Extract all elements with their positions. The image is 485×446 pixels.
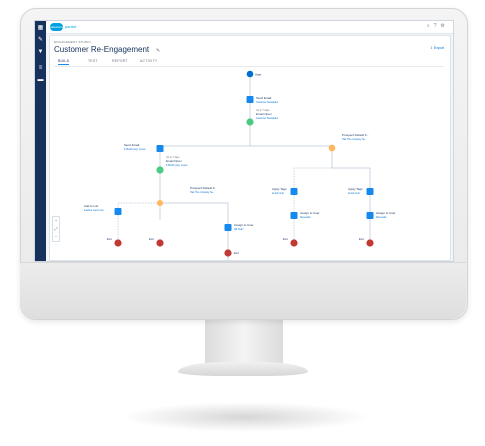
- end-node[interactable]: [290, 239, 298, 247]
- assign-user-sub: AE Team: [234, 228, 244, 231]
- flow-diagram: Start Send Email Customer Newsletter Up …: [84, 70, 396, 261]
- assign-user-node[interactable]: [366, 212, 374, 219]
- assign-user-title: Assign to User: [300, 211, 320, 215]
- cart-icon[interactable]: ▼: [37, 49, 44, 55]
- screen: ▦ ✎ ▼ ≡ ▬ salesforce pardot ⌕?⚙ ENGAGEME…: [34, 20, 454, 262]
- apply-tags-node[interactable]: [290, 188, 298, 195]
- prospect-rule-title: Prospect Default F...: [190, 186, 217, 190]
- prospect-rule-node[interactable]: [157, 200, 163, 206]
- brand-name: pardot: [65, 24, 77, 29]
- page-title: Customer Re-Engagement: [54, 45, 150, 54]
- send-email-title: Send Email: [124, 143, 140, 147]
- chat-icon[interactable]: ▬: [37, 77, 44, 83]
- monitor-neck: [205, 318, 283, 368]
- tab-bar: BUILD TEST REPORT ACTIVITY: [54, 58, 444, 67]
- pencil-icon[interactable]: ✎: [37, 37, 44, 43]
- end-label: End: [283, 237, 288, 241]
- apply-tags-sub: at-risk Impr.: [348, 192, 361, 195]
- prospect-rule-node[interactable]: [328, 144, 336, 152]
- end-nodes: End End End End End: [107, 237, 374, 257]
- wait-label: Up to 7 days: [166, 156, 180, 159]
- zoom-in-button[interactable]: +: [54, 218, 58, 223]
- email-open-title: Email Open: [166, 159, 182, 163]
- connector: [160, 202, 229, 240]
- assign-user-sub: Renewals: [300, 216, 311, 219]
- connector: [293, 167, 332, 244]
- send-email-sub: Customer Newsletter: [256, 101, 279, 104]
- end-node[interactable]: [114, 239, 122, 247]
- apply-tags-title: Apply Tags: [348, 187, 363, 191]
- assign-user-node[interactable]: [224, 224, 232, 231]
- end-label: End: [234, 251, 239, 255]
- email-open-trigger-node[interactable]: [156, 166, 164, 174]
- end-node[interactable]: [224, 249, 232, 257]
- assign-user-node[interactable]: [290, 212, 298, 219]
- zoom-controls: + ⤢ −: [52, 216, 60, 242]
- tab-activity[interactable]: ACTIVITY: [140, 59, 158, 63]
- app-launcher-icon[interactable]: ▦: [37, 25, 44, 31]
- flow-canvas: Start Send Email Customer Newsletter Up …: [50, 68, 450, 261]
- send-email-sub: 6 Month stay, renew: [124, 148, 146, 151]
- list-icon[interactable]: ≡: [38, 65, 43, 71]
- end-node[interactable]: [366, 239, 374, 247]
- assign-user-title: Assign to User: [234, 223, 254, 227]
- end-label: End: [107, 237, 112, 241]
- top-bar-icons: ⌕?⚙: [427, 23, 449, 29]
- breadcrumb[interactable]: ENGAGEMENT STUDIO: [54, 40, 91, 44]
- top-bar: salesforce pardot ⌕?⚙: [46, 21, 453, 34]
- assign-user-title: Assign to User: [376, 211, 396, 215]
- side-rail: ▦ ✎ ▼ ≡ ▬: [35, 21, 46, 261]
- start-label: Start: [255, 73, 262, 77]
- start-node[interactable]: [246, 70, 254, 78]
- help-icon[interactable]: ?: [433, 23, 441, 29]
- export-button[interactable]: ⇩ Export: [429, 46, 444, 50]
- email-open-trigger-node[interactable]: [246, 118, 254, 126]
- monitor-shadow: [120, 402, 370, 432]
- monitor-base: [178, 362, 308, 376]
- connector: [332, 167, 371, 244]
- prospect-rule-sub: Has The company ha...: [342, 138, 367, 141]
- tab-report[interactable]: REPORT: [112, 59, 128, 63]
- tab-build[interactable]: BUILD: [58, 59, 70, 65]
- connector: [117, 202, 160, 240]
- end-label: End: [149, 237, 154, 241]
- send-email-node[interactable]: [156, 145, 164, 152]
- email-open-title: Email Open: [256, 112, 272, 116]
- tab-test[interactable]: TEST: [88, 59, 98, 63]
- gear-icon[interactable]: ⚙: [440, 23, 449, 29]
- add-to-list-sub: Inactive users Imp...: [84, 209, 106, 212]
- apply-tags-node[interactable]: [366, 188, 374, 195]
- email-open-sub: 6 Month stay, renew: [166, 164, 188, 167]
- zoom-out-button[interactable]: −: [54, 234, 58, 239]
- send-email-title: Send Email: [256, 96, 272, 100]
- wait-label: Up to 7 days: [256, 109, 270, 112]
- prospect-rule-sub: Has The company ha...: [190, 191, 215, 194]
- send-email-node[interactable]: [246, 96, 254, 103]
- export-label: Export: [433, 46, 444, 50]
- monitor-chin: [20, 262, 466, 319]
- apply-tags-title: Apply Tags: [272, 187, 287, 191]
- prospect-rule-title: Prospect Default F...: [342, 133, 369, 137]
- edit-icon[interactable]: ✎: [156, 48, 161, 54]
- apply-tags-sub: at-risk Impr.: [272, 192, 285, 195]
- email-open-sub: Customer Newsletter: [256, 117, 279, 120]
- end-node[interactable]: [156, 239, 164, 247]
- fit-view-button[interactable]: ⤢: [54, 226, 58, 231]
- add-to-list-title: Add to List: [84, 204, 98, 208]
- add-to-list-node[interactable]: [114, 208, 122, 215]
- salesforce-logo: salesforce: [50, 23, 64, 31]
- assign-user-sub: Renewals: [376, 216, 387, 219]
- end-label: End: [359, 237, 364, 241]
- connector: [250, 145, 333, 168]
- search-icon[interactable]: ⌕: [426, 23, 434, 29]
- engagement-panel: ENGAGEMENT STUDIO Customer Re-Engagement…: [49, 35, 451, 261]
